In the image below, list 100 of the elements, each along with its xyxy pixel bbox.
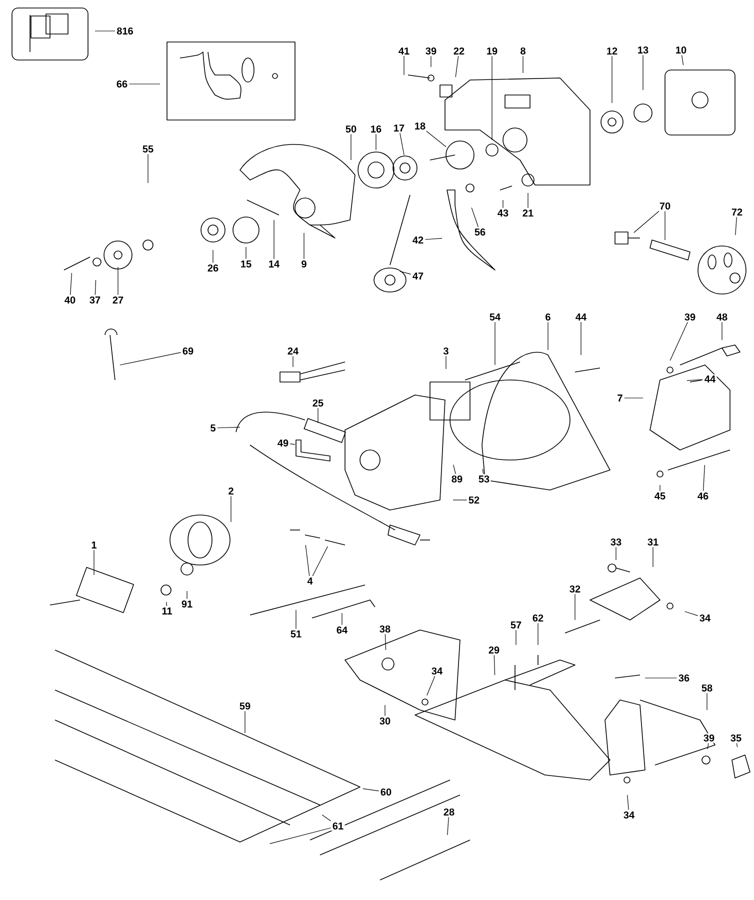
callout-number: 24	[286, 346, 300, 356]
leader-line	[270, 828, 332, 844]
callout-number: 39	[424, 46, 438, 56]
leader-line	[400, 132, 404, 156]
leader-line	[230, 496, 232, 522]
leader-line	[426, 676, 436, 696]
callout-number: 46	[696, 491, 710, 501]
leader-line	[244, 710, 246, 734]
callout-number: 21	[521, 208, 535, 218]
callout-number: 14	[267, 259, 281, 269]
callout-number: 32	[568, 584, 582, 594]
callout-number: 38	[378, 624, 392, 634]
callout-number: 50	[344, 124, 358, 134]
callout-number: 34	[698, 613, 712, 623]
callout-number: 7	[616, 393, 624, 403]
leader-line	[384, 704, 386, 716]
leader-line	[471, 207, 479, 228]
leader-line	[574, 594, 576, 620]
leader-line	[522, 56, 524, 74]
callout-number: 44	[574, 312, 588, 322]
leader-line	[634, 210, 660, 234]
callout-number: 91	[180, 599, 194, 609]
callout-number: 60	[379, 787, 393, 797]
callout-number: 51	[289, 629, 303, 639]
leader-line	[217, 426, 240, 428]
callout-number: 5	[209, 423, 217, 433]
callout-number: 28	[442, 807, 456, 817]
leader-line	[212, 250, 214, 264]
callout-number: 29	[487, 645, 501, 655]
callout-number: 17	[392, 123, 406, 133]
callout-number: 57	[509, 620, 523, 630]
callout-number: 72	[730, 207, 744, 217]
leader-line	[290, 444, 296, 445]
leader-line	[453, 464, 456, 474]
callout-number: 41	[397, 46, 411, 56]
callout-number: 31	[646, 537, 660, 547]
callout-number: 56	[473, 227, 487, 237]
callout-number: 6	[544, 312, 552, 322]
callout-number: 54	[488, 312, 502, 322]
leader-line	[350, 134, 352, 160]
leader-line	[736, 742, 738, 748]
callout-number: 4	[306, 576, 314, 586]
leader-line	[642, 54, 644, 90]
leader-line	[94, 280, 96, 296]
callout-number: 11	[160, 606, 174, 616]
callout-number: 22	[452, 46, 466, 56]
callout-number: 66	[115, 79, 129, 89]
callout-number: 53	[477, 474, 491, 484]
callout-number: 1	[90, 540, 98, 550]
callout-number: 2	[227, 486, 235, 496]
leader-line	[424, 238, 442, 240]
callout-number: 58	[700, 683, 714, 693]
leader-line	[166, 602, 167, 606]
leader-line	[120, 352, 182, 366]
callout-number: 59	[238, 701, 252, 711]
callout-number: 3	[442, 346, 450, 356]
callout-number: 70	[658, 201, 672, 211]
callout-number: 33	[609, 537, 623, 547]
callout-number: 48	[715, 312, 729, 322]
leader-line	[580, 322, 582, 356]
leader-line	[652, 546, 654, 568]
callout-number: 64	[335, 625, 349, 635]
leader-line	[735, 216, 737, 236]
callout-number: 27	[111, 295, 125, 305]
callout-number: 42	[411, 235, 425, 245]
leader-line	[430, 56, 432, 68]
callout-number: 816	[115, 26, 135, 36]
leader-line	[494, 322, 496, 366]
leader-line	[447, 816, 449, 836]
leader-line	[292, 356, 294, 368]
leader-line	[70, 272, 72, 296]
leader-line	[384, 634, 386, 650]
leader-line	[94, 30, 116, 32]
leader-line	[400, 271, 412, 274]
callout-number: 55	[141, 144, 155, 154]
callout-number: 12	[605, 46, 619, 56]
callout-number: 8	[519, 46, 527, 56]
callout-number: 39	[702, 733, 716, 743]
leader-line	[702, 464, 705, 492]
callout-number: 52	[467, 495, 481, 505]
callout-number: 25	[311, 398, 325, 408]
callout-number: 89	[450, 474, 464, 484]
callout-number: 19	[485, 46, 499, 56]
callout-number: 36	[677, 673, 691, 683]
leader-line	[664, 210, 666, 240]
callout-number: 30	[378, 716, 392, 726]
leader-line	[312, 546, 328, 576]
callout-number: 18	[413, 121, 427, 131]
callout-number: 9	[300, 259, 308, 269]
callout-number: 35	[729, 733, 743, 743]
callout-number: 69	[181, 346, 195, 356]
leader-line	[305, 544, 310, 576]
leader-line	[494, 654, 496, 676]
leader-line	[627, 794, 629, 810]
callout-number: 45	[653, 491, 667, 501]
leader-line	[670, 322, 688, 361]
leader-line	[502, 200, 504, 208]
callout-number: 47	[411, 271, 425, 281]
callout-number: 40	[63, 295, 77, 305]
callout-number: 34	[430, 666, 444, 676]
